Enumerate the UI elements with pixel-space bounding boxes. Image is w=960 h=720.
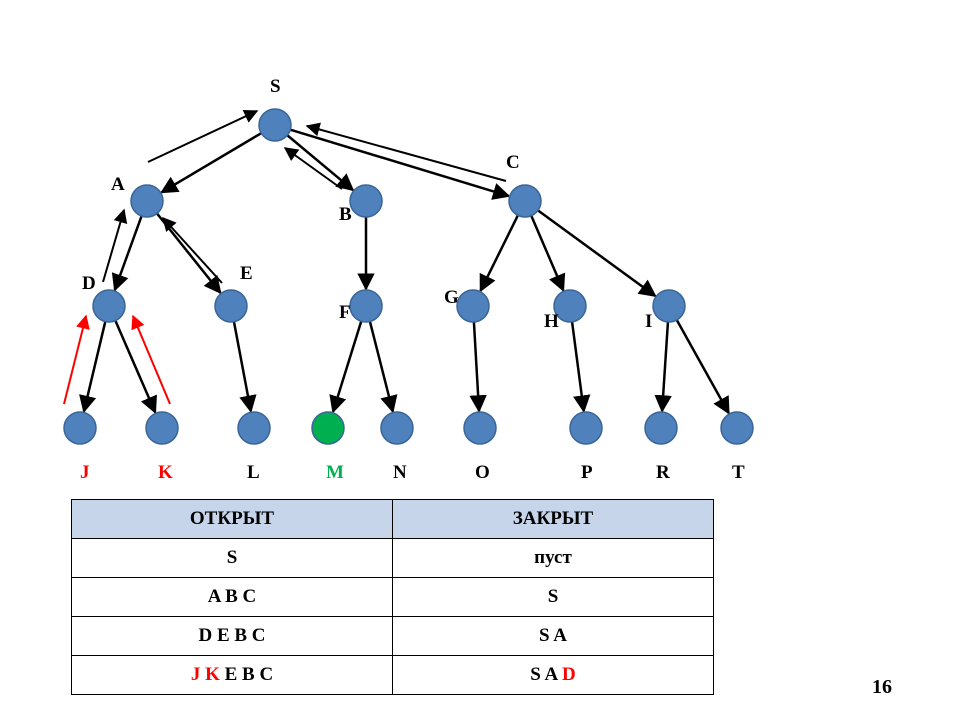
node-label-s: S <box>270 76 281 97</box>
traversal-arrows <box>63 109 507 405</box>
node-label-i: I <box>645 311 652 332</box>
edge-s-b <box>286 134 355 192</box>
edge-f-n <box>368 321 398 414</box>
node-j <box>63 411 97 445</box>
node-s <box>258 108 292 142</box>
tree-nodes <box>63 108 754 445</box>
trace-arrow-from-k-to-d <box>131 314 171 405</box>
open-list-cell: S <box>71 538 393 578</box>
node-label-g: G <box>444 287 459 308</box>
node-f <box>349 289 383 323</box>
node-label-n: N <box>393 462 407 483</box>
open-list-cell: D E B C <box>71 616 393 656</box>
closed-list-cell: пуст <box>392 538 714 578</box>
edge-g-o <box>469 321 487 413</box>
edge-i-t <box>675 319 730 415</box>
node-d <box>92 289 126 323</box>
node-o <box>463 411 497 445</box>
node-labels: S A B C D E F G H I J K L M N O P R T <box>80 76 745 483</box>
edge-f-m <box>329 320 363 414</box>
edge-a-d <box>111 215 143 292</box>
open-list-cell: J K E B C <box>71 655 393 695</box>
header-open: ОТКРЫТ <box>71 499 393 539</box>
edge-i-r <box>654 321 672 413</box>
trace-arrow-from-j-to-d <box>63 314 90 405</box>
edge-c-g <box>479 214 520 293</box>
node-label-h: H <box>544 311 559 332</box>
node-label-t: T <box>732 462 745 483</box>
open-list-cell: A B C <box>71 577 393 617</box>
trace-arrow-from-d-to-a <box>102 208 128 283</box>
edge-d-k <box>114 320 157 415</box>
node-a <box>130 184 164 218</box>
node-m <box>311 411 345 445</box>
edge-s-c <box>289 128 511 200</box>
node-b <box>349 184 383 218</box>
edge-c-h <box>530 215 566 292</box>
node-label-l: L <box>247 462 260 483</box>
node-l <box>237 411 271 445</box>
node-label-f: F <box>339 302 351 323</box>
node-label-b: B <box>339 204 352 225</box>
node-label-o: O <box>475 462 490 483</box>
node-label-c: C <box>506 152 520 173</box>
closed-list-cell: S <box>392 577 714 617</box>
node-n <box>380 411 414 445</box>
node-r <box>644 411 678 445</box>
node-label-j: J <box>80 462 90 483</box>
node-label-p: P <box>581 462 593 483</box>
tree-edges <box>79 128 730 415</box>
node-k <box>145 411 179 445</box>
node-i <box>652 289 686 323</box>
closed-list-cell: S A <box>392 616 714 656</box>
node-e <box>214 289 248 323</box>
edge-h-p <box>570 321 591 413</box>
node-label-e: E <box>240 263 253 284</box>
node-label-m: M <box>326 462 344 483</box>
node-h <box>553 289 587 323</box>
edge-s-a <box>160 132 262 194</box>
page-number: 16 <box>872 676 892 698</box>
edge-a-e <box>156 212 222 295</box>
node-label-d: D <box>82 273 96 294</box>
node-t <box>720 411 754 445</box>
trace-arrow-from-b-to-s <box>283 147 343 190</box>
edge-e-l <box>232 321 257 414</box>
trace-arrow-from-e-to-a <box>162 216 223 284</box>
edge-c-i <box>537 209 657 298</box>
node-label-a: A <box>111 174 125 195</box>
node-g <box>456 289 490 323</box>
header-closed: ЗАКРЫТ <box>392 499 714 539</box>
trace-arrow-from-c-to-s <box>305 122 507 182</box>
trace-arrow-up-to-s <box>147 109 259 163</box>
node-label-r: R <box>656 462 670 483</box>
node-p <box>569 411 603 445</box>
node-label-k: K <box>158 462 173 483</box>
table-header-row: ОТКРЫТ ЗАКРЫТ <box>71 499 714 539</box>
closed-list-cell: S A D <box>392 655 714 695</box>
search-tree-diagram: S A B C D E F G H I J K L M N O P R T <box>63 76 754 483</box>
edge-d-j <box>79 321 107 414</box>
node-c <box>508 184 542 218</box>
